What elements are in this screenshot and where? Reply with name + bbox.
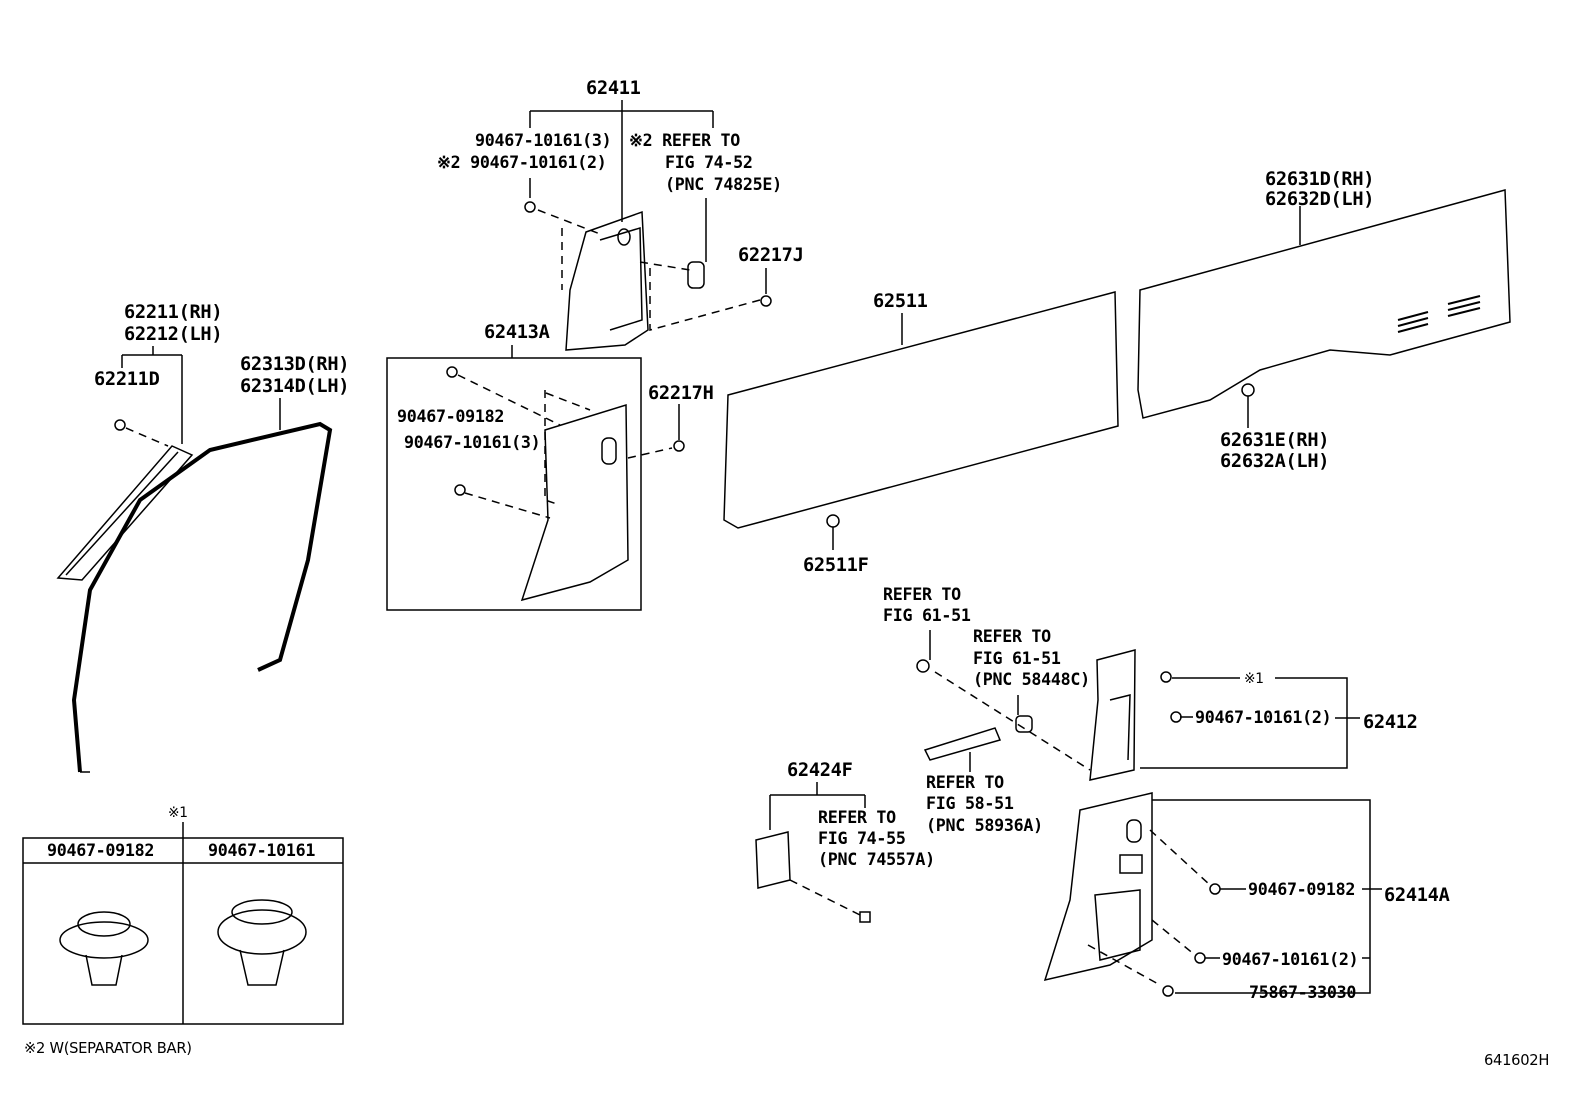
part-number-62411: 62411 (586, 77, 641, 99)
reference-label: REFER TO (818, 808, 896, 828)
reference-label: (PNC 74825E) (665, 175, 782, 195)
clip-label: 90467-10161(2) (1195, 708, 1332, 728)
clip-label: 90467-10161(3) (475, 131, 612, 151)
clip-label: 90467-09182 (397, 407, 505, 427)
part-number-62211: 62211(RH) (124, 301, 223, 323)
part-number-62412: 62412 (1363, 711, 1418, 733)
note-mark-1: ※1 (1244, 671, 1264, 687)
legend-header-col2: 90467-10161 (208, 841, 316, 861)
part-62211 (56, 346, 194, 581)
part-number-62212: 62212(LH) (124, 323, 223, 345)
note-2: ※2 W(SEPARATOR BAR) (24, 1039, 192, 1057)
part-number-62413A: 62413A (484, 321, 550, 343)
reference-label: REFER TO (973, 627, 1051, 647)
part-62412 (916, 630, 1360, 781)
reference-label: (PNC 74557A) (818, 850, 935, 870)
part-62313D (71, 398, 333, 773)
clip-label: 90467-09182 (1248, 880, 1356, 900)
reference-label: FIG 61-51 (973, 649, 1061, 669)
reference-label: REFER TO (926, 773, 1004, 793)
reference-label: FIG 74-55 (818, 829, 906, 849)
legend-header-col1: 90467-09182 (47, 841, 155, 861)
part-number-62631D: 62631D(RH) (1265, 168, 1375, 190)
part-number-75867: 75867-33030 (1249, 983, 1357, 1003)
note-mark-1: ※1 (168, 805, 188, 821)
part-number-62414A: 62414A (1384, 884, 1450, 906)
part-number-62632A: 62632A(LH) (1220, 450, 1330, 472)
part-62511-panel (723, 291, 1119, 550)
part-62631D-panel (1137, 189, 1511, 428)
part-number-62314D: 62314D(LH) (240, 375, 350, 397)
clip-label: 90467-10161(3) (404, 433, 541, 453)
part-number-62631E: 62631E(RH) (1220, 429, 1330, 451)
reference-label: (PNC 58936A) (926, 816, 1043, 836)
part-number-62313D: 62313D(RH) (240, 353, 350, 375)
part-62414A (1043, 792, 1382, 997)
clip-label: ※2 90467-10161(2) (437, 153, 607, 173)
part-number-62424F: 62424F (787, 759, 853, 781)
figure-id: 641602H (1484, 1051, 1550, 1069)
part-number-62632D: 62632D(LH) (1265, 188, 1375, 210)
reference-label: ※2 REFER TO (629, 131, 741, 151)
legend-table (22, 822, 344, 1025)
reference-label: REFER TO (883, 585, 961, 605)
part-number-62511F: 62511F (803, 554, 869, 576)
part-number-62511: 62511 (873, 290, 928, 312)
part-62424F (755, 782, 871, 923)
reference-label: FIG 61-51 (883, 606, 971, 626)
clip-label: 90467-10161(2) (1222, 950, 1359, 970)
reference-label: FIG 74-52 (665, 153, 753, 173)
reference-label: (PNC 58448C) (973, 670, 1090, 690)
part-62411-pillar (524, 201, 772, 351)
part-62413A-box (386, 345, 685, 611)
leader-62411 (529, 100, 714, 262)
part-number-62217J: 62217J (738, 244, 804, 266)
part-number-62211D: 62211D (94, 368, 160, 390)
reference-label: FIG 58-51 (926, 794, 1014, 814)
part-number-62217H: 62217H (648, 382, 714, 404)
